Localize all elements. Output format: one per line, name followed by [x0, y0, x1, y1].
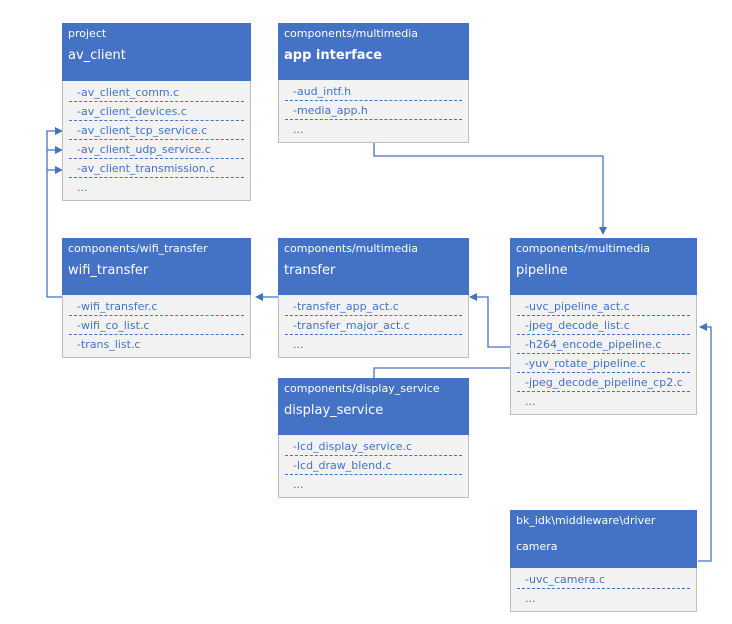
card-title: app interface	[284, 48, 383, 63]
file-item-more: ...	[525, 592, 536, 605]
file-item: -uvc_pipeline_act.c	[517, 297, 690, 316]
card-path: components/wifi_transfer	[68, 242, 208, 255]
card-title: pipeline	[516, 263, 568, 278]
file-item: -h264_encode_pipeline.c	[517, 335, 690, 354]
card-header: components/wifi_transfer wifi_transfer	[62, 238, 251, 295]
card-file-list: -lcd_display_service.c -lcd_draw_blend.c…	[278, 435, 469, 498]
file-item: -uvc_camera.c	[517, 570, 690, 589]
card-path: components/multimedia	[516, 242, 651, 255]
card-file-list: -transfer_app_act.c -transfer_major_act.…	[278, 295, 469, 358]
file-item: -av_client_transmission.c	[69, 159, 244, 178]
file-item: -jpeg_decode_list.c	[517, 316, 690, 335]
file-item: -media_app.h	[285, 101, 462, 120]
card-path: components/display_service	[284, 382, 440, 395]
card-title: camera	[516, 540, 558, 553]
file-item: -transfer_major_act.c	[285, 316, 462, 335]
link-app-interface-to-pipeline	[373, 140, 607, 235]
card-title: av_client	[68, 48, 126, 63]
card-title: transfer	[284, 263, 336, 278]
card-display-service: components/display_service display_servi…	[278, 378, 469, 498]
file-item: -av_client_comm.c	[69, 83, 244, 102]
card-file-list: -aud_intf.h -media_app.h ...	[278, 80, 469, 143]
file-item: -transfer_app_act.c	[285, 297, 462, 316]
file-item-more: ...	[293, 338, 304, 351]
card-header: components/multimedia transfer	[278, 238, 469, 295]
file-item-more: ...	[77, 181, 88, 194]
card-header: bk_idk\middleware\driver camera	[510, 510, 697, 568]
file-item: -lcd_draw_blend.c	[285, 456, 462, 475]
file-item-more: ...	[525, 395, 536, 408]
card-header: components/multimedia pipeline	[510, 238, 697, 295]
card-header: components/multimedia app interface	[278, 23, 469, 80]
link-pipeline-to-display-service	[373, 367, 510, 378]
file-item: -wifi_transfer.c	[69, 297, 244, 316]
file-item: -av_client_tcp_service.c	[69, 121, 244, 140]
card-wifi-transfer: components/wifi_transfer wifi_transfer -…	[62, 238, 251, 358]
card-camera: bk_idk\middleware\driver camera -uvc_cam…	[510, 510, 697, 612]
file-item: -aud_intf.h	[285, 82, 462, 101]
file-item: -av_client_udp_service.c	[69, 140, 244, 159]
card-file-list: -uvc_pipeline_act.c -jpeg_decode_list.c …	[510, 295, 697, 415]
card-path: components/multimedia	[284, 242, 419, 255]
file-item: -lcd_display_service.c	[285, 437, 462, 456]
card-path: bk_idk\middleware\driver	[516, 514, 656, 527]
file-item: -trans_list.c	[77, 338, 141, 351]
card-app-interface: components/multimedia app interface -aud…	[278, 23, 469, 143]
file-item: -yuv_rotate_pipeline.c	[517, 354, 690, 373]
card-file-list: -av_client_comm.c -av_client_devices.c -…	[62, 81, 251, 201]
card-header: components/display_service display_servi…	[278, 378, 469, 435]
card-header: project av_client	[62, 23, 251, 81]
file-item: -jpeg_decode_pipeline_cp2.c	[517, 373, 690, 392]
card-title: wifi_transfer	[68, 263, 149, 278]
card-path: project	[68, 27, 107, 40]
file-item-more: ...	[293, 123, 304, 136]
link-wifi-transfer-to-av-client-tcp	[46, 127, 63, 298]
link-pipeline-to-transfer	[469, 293, 510, 348]
file-item: -av_client_devices.c	[69, 102, 244, 121]
card-pipeline: components/multimedia pipeline -uvc_pipe…	[510, 238, 697, 415]
card-title: display_service	[284, 403, 384, 418]
card-file-list: -uvc_camera.c ...	[510, 568, 697, 612]
card-file-list: -wifi_transfer.c -wifi_co_list.c -trans_…	[62, 295, 251, 358]
file-item-more: ...	[293, 478, 304, 491]
link-camera-to-pipeline	[698, 323, 712, 562]
file-item: -wifi_co_list.c	[69, 316, 244, 335]
card-path: components/multimedia	[284, 27, 419, 40]
card-av-client: project av_client -av_client_comm.c -av_…	[62, 23, 251, 201]
card-transfer: components/multimedia transfer -transfer…	[278, 238, 469, 358]
